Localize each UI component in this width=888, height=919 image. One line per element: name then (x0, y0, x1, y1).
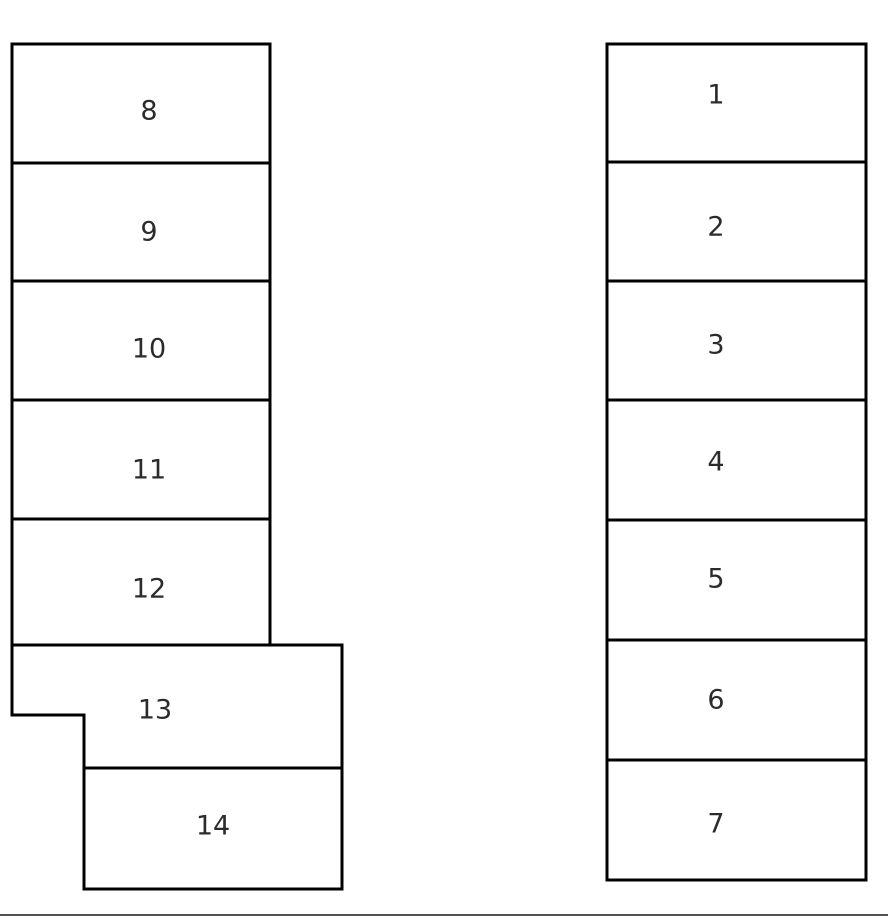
cell-9[interactable] (10, 161, 272, 283)
cell-7[interactable] (605, 758, 868, 882)
cell-label-13: 13 (138, 695, 172, 726)
cell-3[interactable] (605, 279, 868, 402)
cell-label-3: 3 (707, 330, 724, 361)
cell-6[interactable] (605, 638, 868, 762)
cell-label-5: 5 (707, 564, 724, 595)
cell-label-2: 2 (707, 212, 724, 243)
cell-5[interactable] (605, 518, 868, 642)
cell-13[interactable] (10, 643, 344, 770)
cell-label-4: 4 (707, 447, 724, 478)
cell-label-7: 7 (707, 809, 724, 840)
cell-8[interactable] (10, 42, 272, 165)
cell-label-14: 14 (196, 811, 230, 842)
cell-14[interactable] (82, 766, 344, 891)
cell-4[interactable] (605, 398, 868, 522)
cell-label-6: 6 (707, 685, 724, 716)
cell-11[interactable] (10, 398, 272, 521)
left-column: 8 9 10 11 12 13 14 (10, 42, 344, 891)
cell-label-9: 9 (140, 217, 157, 248)
cell-label-1: 1 (707, 80, 724, 111)
cell-label-12: 12 (132, 574, 166, 605)
right-column: 1 2 3 4 5 6 7 (605, 42, 868, 882)
cell-label-10: 10 (132, 334, 166, 365)
cell-label-8: 8 (140, 96, 157, 127)
cell-label-11: 11 (132, 455, 166, 486)
cell-2[interactable] (605, 160, 868, 283)
cell-1[interactable] (605, 42, 868, 164)
cell-10[interactable] (10, 279, 272, 402)
